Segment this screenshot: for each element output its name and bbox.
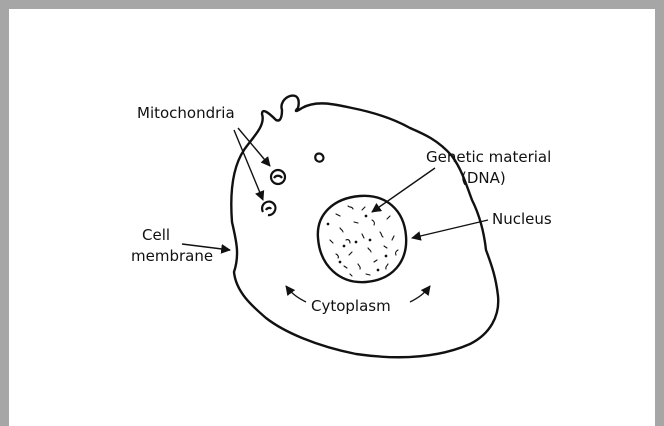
- label-genetic-material: Genetic material: [426, 148, 551, 166]
- label-mitochondria: Mitochondria: [137, 104, 235, 122]
- cytoplasm-arrow-left: [286, 286, 306, 302]
- label-membrane: membrane: [131, 247, 213, 265]
- mitochondrion-3: [315, 153, 323, 161]
- label-dna: (DNA): [461, 169, 506, 187]
- mitochondria-shapes: [262, 153, 323, 215]
- label-nucleus: Nucleus: [492, 210, 552, 228]
- label-cytoplasm: Cytoplasm: [311, 297, 391, 315]
- dna-pointer: [372, 168, 435, 212]
- nucleus-pointer: [412, 220, 488, 238]
- cytoplasm-arrow-right: [410, 286, 430, 302]
- mitochondria-pointer-1: [238, 128, 270, 166]
- label-cell: Cell: [142, 226, 170, 244]
- mitochondrion-1: [271, 170, 285, 184]
